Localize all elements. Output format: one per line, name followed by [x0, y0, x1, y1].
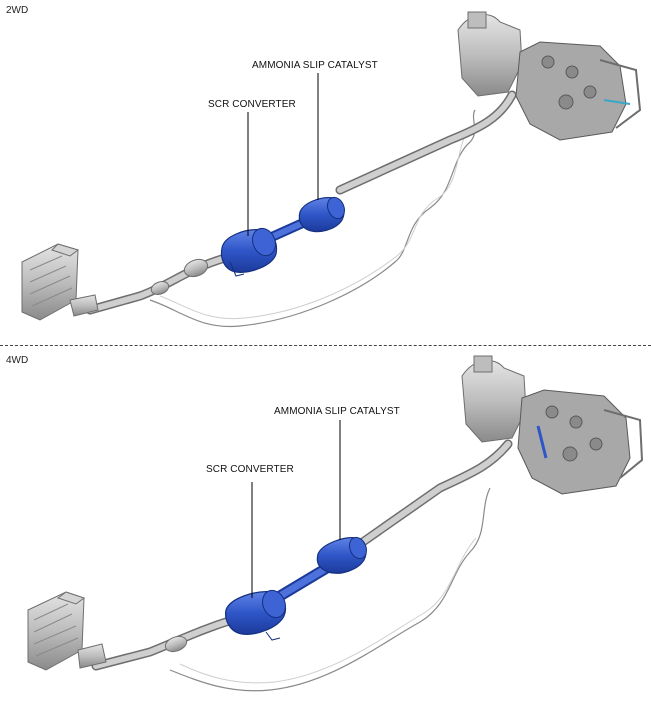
engine-assembly: [457, 11, 642, 141]
ammonia-slip-catalyst-body: [298, 196, 345, 233]
scr-converter-body: [225, 589, 287, 641]
scr-converter-callout: SCR CONVERTER: [208, 99, 296, 110]
sensor-harness-line: [149, 109, 476, 328]
scr-converter-body: [220, 227, 278, 277]
scr-converter-callout: SCR CONVERTER: [206, 464, 294, 475]
panel-2wd: 2WD: [0, 0, 651, 345]
drive-type-label: 4WD: [6, 355, 29, 366]
ammonia-slip-catalyst-callout: AMMONIA SLIP CATALYST: [252, 60, 378, 71]
ammonia-slip-catalyst-callout: AMMONIA SLIP CATALYST: [274, 406, 400, 417]
sensor-harness-line-2: [159, 129, 469, 320]
rear-muffler: [21, 243, 99, 321]
sensor-harness-line-2: [179, 537, 477, 684]
rear-muffler: [27, 591, 107, 671]
sensor-harness-line: [169, 487, 491, 692]
engine-assembly: [461, 355, 644, 495]
drive-type-label: 2WD: [6, 5, 29, 16]
ammonia-slip-catalyst-body: [316, 536, 367, 574]
exhaust-system-diagram-2wd: [21, 11, 642, 328]
panel-4wd: 4WD: [0, 348, 651, 711]
panel-divider: [0, 345, 651, 346]
exhaust-system-diagram-4wd: [27, 355, 644, 692]
